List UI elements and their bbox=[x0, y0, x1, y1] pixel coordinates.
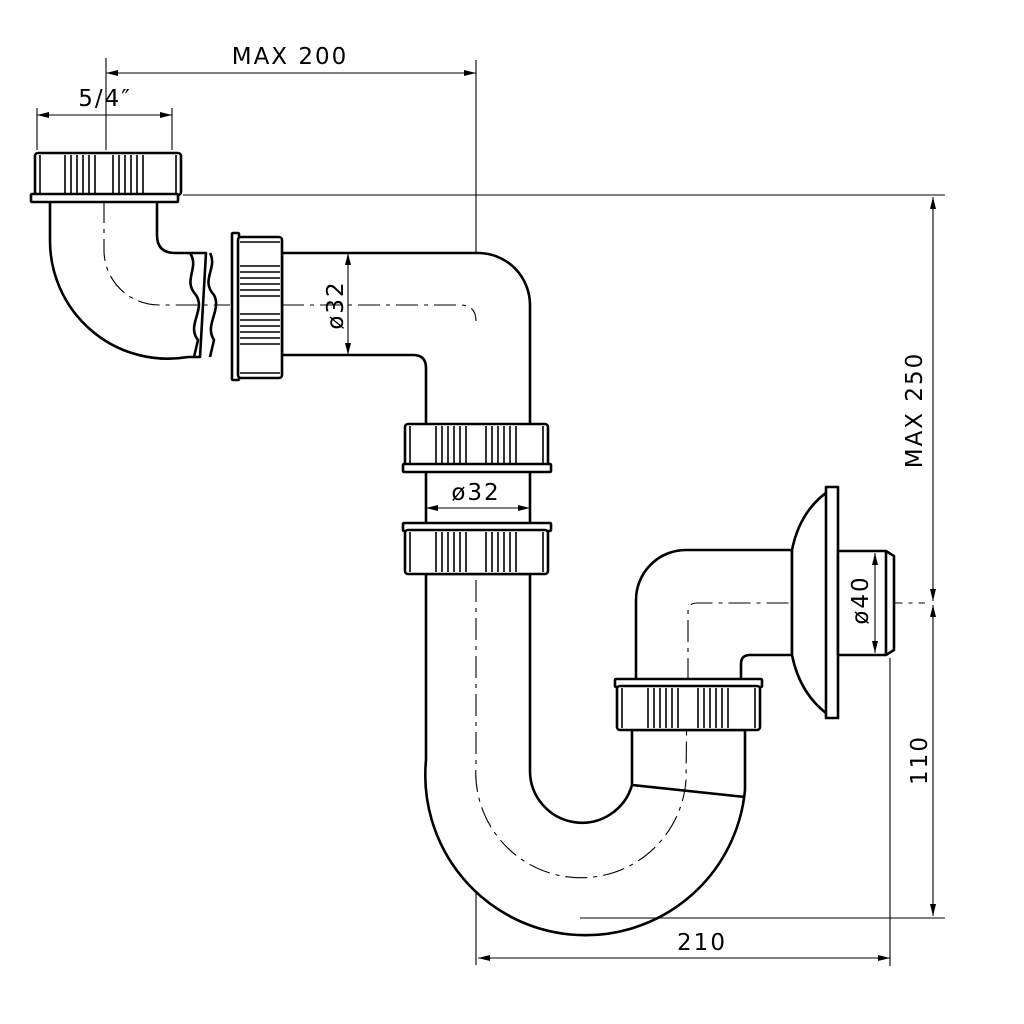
dim-label-max-250: MAX 250 bbox=[902, 352, 928, 469]
wall-rosette bbox=[790, 485, 896, 720]
lower-union-nut bbox=[401, 521, 553, 576]
upper-union-nut bbox=[401, 422, 553, 474]
dim-label-thread: 5/4″ bbox=[78, 86, 132, 112]
dim-label-pipe-32-vertical: ø32 bbox=[451, 480, 500, 506]
slip-nut-horizontal bbox=[230, 231, 284, 382]
inlet-nut bbox=[29, 151, 183, 204]
dimensions: MAX 200 5/4″ ø32 ø32 MAX 250 ø40 110 210 bbox=[36, 44, 945, 966]
dim-label-pipe-32-horizontal: ø32 bbox=[323, 280, 349, 329]
u-trap bbox=[424, 572, 747, 937]
dim-label-max-200: MAX 200 bbox=[232, 44, 349, 70]
outlet-elbow bbox=[634, 548, 925, 682]
dim-label-210: 210 bbox=[677, 930, 727, 956]
upper-pipe bbox=[280, 251, 532, 427]
inlet-elbow bbox=[48, 199, 230, 360]
dim-label-110: 110 bbox=[907, 735, 933, 785]
telescopic-pipe bbox=[424, 468, 532, 528]
outlet-nut bbox=[613, 677, 764, 732]
dim-label-outlet-40: ø40 bbox=[848, 575, 874, 624]
